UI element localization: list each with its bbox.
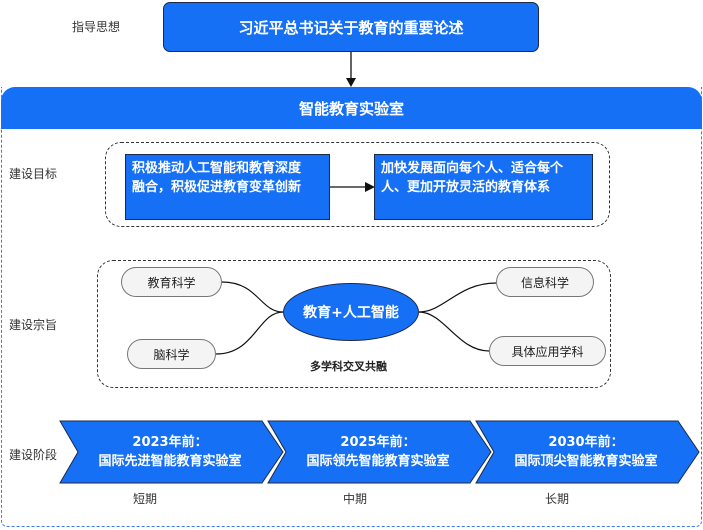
stage-3-title: 国际顶尖智能教育实验室 <box>514 454 658 469</box>
goals-label: 建设目标 <box>9 167 58 181</box>
goal-box-1-line-1: 积极推动人工智能和教育深度 <box>132 161 302 176</box>
goal-box-2: 加快发展面向每个人、适合每个 人、更加开放灵活的教育体系 <box>374 154 593 220</box>
goal-box-2-line-2: 人、更加开放灵活的教育体系 <box>381 180 551 195</box>
node-brain-science: 脑科学 <box>127 339 216 369</box>
stage-3-year: 2030年前： <box>548 435 624 450</box>
down-arrow <box>346 52 356 87</box>
node-education-science: 教育科学 <box>121 267 222 297</box>
stage-chevron-1 <box>59 420 284 484</box>
stage-2-text: 2025年前： 国际领先智能教育实验室 <box>286 433 470 471</box>
purpose-label: 建设宗旨 <box>9 318 58 332</box>
center-education-ai: 教育+人工智能 <box>283 283 419 341</box>
goal-box-1: 积极推动人工智能和教育深度 融合，积极促进教育变革创新 <box>125 154 330 220</box>
stage-1-title: 国际先进智能教育实验室 <box>98 454 242 469</box>
node-information-science: 信息科学 <box>496 267 594 297</box>
stage-chevron-2 <box>267 420 492 484</box>
node-applied-disciplines: 具体应用学科 <box>489 336 606 366</box>
stage-2-year: 2025年前： <box>340 435 416 450</box>
goals-group <box>105 142 610 227</box>
stage-1-year: 2023年前： <box>132 435 208 450</box>
stages-label: 建设阶段 <box>9 448 58 462</box>
stage-1-term: 短期 <box>133 492 158 506</box>
stage-2-term: 中期 <box>343 492 368 506</box>
multidiscipline-caption: 多学科交叉共融 <box>310 360 387 373</box>
stage-chevron-3 <box>475 420 700 484</box>
stage-3-term: 长期 <box>545 492 570 506</box>
goal-arrow <box>330 182 375 192</box>
purpose-group <box>97 260 611 388</box>
guiding-thought-box: 习近平总书记关于教育的重要论述 <box>163 2 539 52</box>
guiding-thought-label: 指导思想 <box>72 20 121 34</box>
stage-3-text: 2030年前： 国际顶尖智能教育实验室 <box>494 433 678 471</box>
goal-box-2-line-1: 加快发展面向每个人、适合每个 <box>381 161 564 176</box>
lab-title-bar: 智能教育实验室 <box>1 87 702 129</box>
stage-2-title: 国际领先智能教育实验室 <box>306 454 450 469</box>
lab-frame <box>1 87 702 527</box>
goal-box-1-line-2: 融合，积极促进教育变革创新 <box>132 180 302 195</box>
stage-1-text: 2023年前： 国际先进智能教育实验室 <box>78 433 262 471</box>
